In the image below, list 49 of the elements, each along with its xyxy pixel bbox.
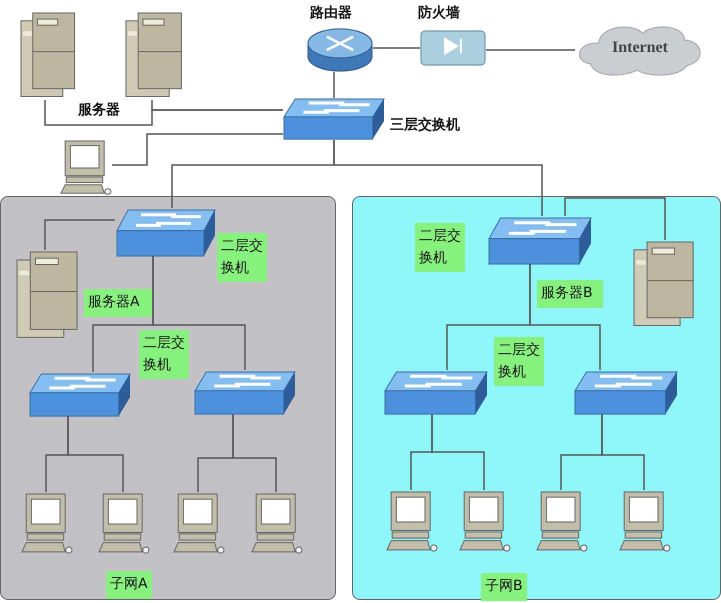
network-link [601, 414, 645, 490]
device-label: 服务器B [537, 280, 603, 308]
router-icon [307, 28, 373, 72]
network-link [151, 100, 283, 111]
network-link [373, 47, 420, 49]
cloud-label: Internet [611, 39, 669, 57]
device-label: 服务器 [78, 101, 121, 119]
device-label: 二层交换机 [415, 223, 465, 272]
network-link [333, 140, 543, 216]
network-link [112, 133, 283, 166]
computer-icon [251, 493, 303, 555]
server-icon [20, 12, 78, 100]
computer-icon [536, 491, 588, 553]
subnet-panel [352, 196, 721, 600]
computer-icon [386, 491, 438, 553]
network-link [564, 197, 666, 240]
computer-icon [459, 491, 511, 553]
network-link [529, 264, 601, 370]
switch-icon [488, 217, 592, 265]
firewall-icon [420, 30, 486, 66]
device-label: 防火墙 [418, 4, 461, 22]
network-link [44, 219, 115, 250]
switch-icon [29, 373, 131, 417]
network-link [333, 72, 335, 98]
device-label: 服务器A [84, 289, 152, 317]
switch-icon [574, 371, 678, 415]
computer-icon [21, 493, 73, 555]
switch-icon [194, 371, 296, 415]
computer-icon [619, 491, 671, 553]
device-label: 二层交换机 [217, 233, 267, 282]
device-label: 路由器 [310, 4, 353, 22]
network-link [232, 414, 277, 492]
network-link [431, 414, 485, 490]
network-link [486, 49, 575, 51]
switch-icon [384, 371, 488, 415]
device-label: 二层交换机 [139, 330, 189, 380]
network-link [152, 256, 246, 370]
subnet-label: 子网B [481, 573, 527, 601]
device-label: 三层交换机 [390, 116, 461, 134]
switch-icon [116, 209, 216, 257]
computer-icon [173, 493, 225, 555]
computer-icon [98, 493, 150, 555]
subnet-panel [0, 196, 336, 600]
switch-icon [283, 98, 385, 140]
computer-icon [60, 140, 112, 196]
subnet-label: 子网A [106, 571, 152, 599]
server-icon [125, 12, 185, 100]
network-link [67, 416, 124, 492]
device-label: 二层交换机 [494, 337, 544, 386]
